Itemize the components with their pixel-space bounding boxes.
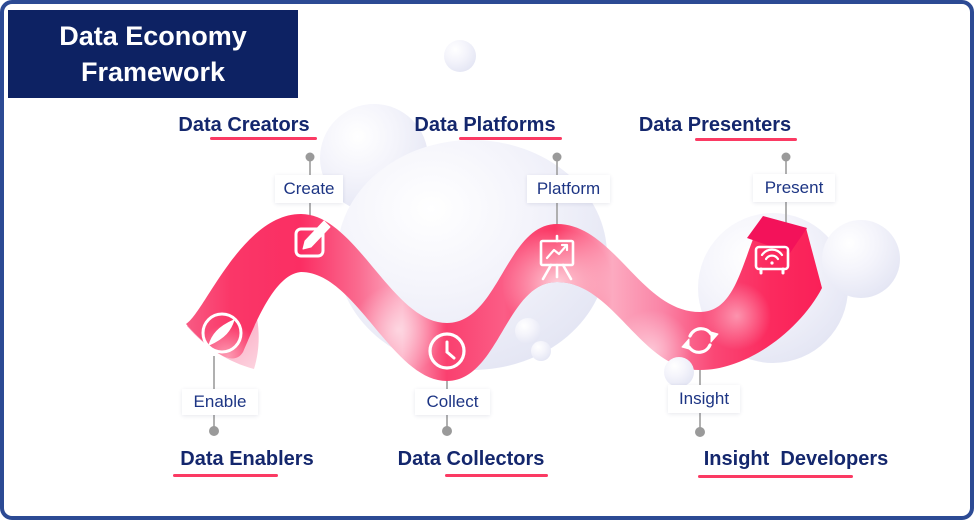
page-title: Data Economy Framework (59, 20, 247, 87)
clock-icon (428, 332, 466, 370)
bubble (531, 341, 551, 361)
group-label-data-enablers: Data Enablers (180, 448, 314, 470)
presentation-chart-icon (539, 234, 575, 281)
step-box-platform: Platform (527, 175, 610, 203)
bubble (664, 357, 694, 387)
label-underline (695, 138, 797, 141)
group-label-insight-developers: Insight Developers (703, 448, 889, 470)
step-label: Present (764, 178, 824, 197)
connector-dots (209, 152, 791, 437)
step-label: Enable (193, 392, 247, 411)
group-label-data-collectors: Data Collectors (397, 448, 545, 470)
group-label-data-platforms: Data Platforms (414, 114, 556, 136)
label-underline (173, 474, 278, 477)
bubble (822, 220, 900, 298)
group-label-data-presenters: Data Presenters (638, 114, 792, 136)
group-label-data-creators: Data Creators (178, 114, 310, 136)
label-underline (210, 137, 317, 140)
connectors (209, 152, 791, 437)
bubble (515, 318, 541, 344)
diagram-title-box: Data Economy Framework (8, 10, 298, 98)
edit-pencil-icon (294, 220, 331, 258)
label-underline (698, 475, 853, 478)
refresh-cycle-icon (681, 327, 719, 354)
ribbon-end-fold (747, 216, 807, 253)
label-underline (445, 474, 548, 477)
compass-icon (201, 312, 243, 354)
step-box-insight: Insight (668, 385, 740, 413)
step-box-create: Create (275, 175, 343, 203)
step-box-present: Present (753, 174, 835, 202)
step-label: Platform (536, 179, 601, 198)
step-box-collect: Collect (415, 389, 490, 415)
step-label: Collect (426, 392, 479, 411)
foreground-bubbles (515, 318, 694, 387)
projector-screen-icon (754, 245, 790, 275)
step-box-enable: Enable (182, 389, 258, 415)
step-label: Insight (678, 389, 730, 408)
step-label: Create (283, 179, 335, 198)
label-underline (459, 137, 562, 140)
bubble (444, 40, 476, 72)
